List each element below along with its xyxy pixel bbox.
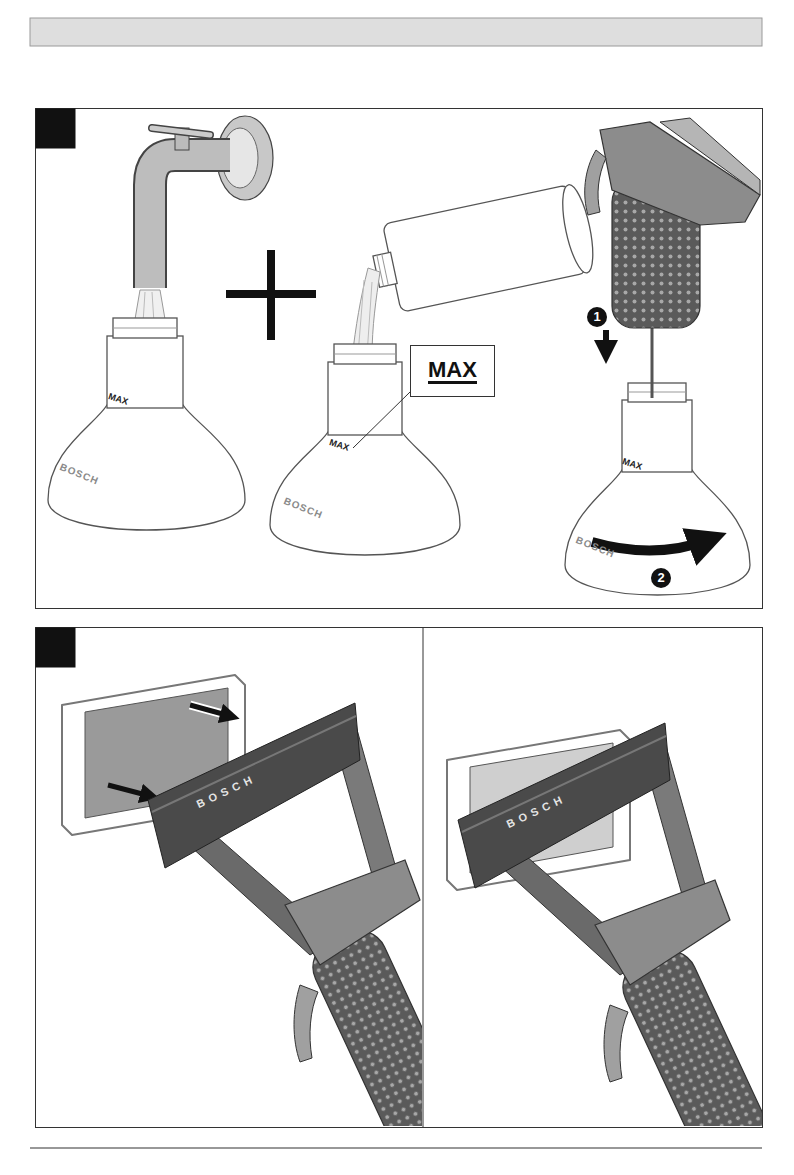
brand-label: BOSCH <box>195 773 258 810</box>
footer-rule <box>30 1147 762 1148</box>
panel-marker <box>36 109 76 149</box>
leader-line <box>353 392 410 448</box>
fill-mark: MAX <box>107 392 129 407</box>
callout-box: MAX <box>410 345 495 397</box>
panel-marker <box>36 628 76 668</box>
fill-mark: MAX <box>328 438 350 453</box>
squeegee <box>458 723 762 1126</box>
additive-bottle <box>352 182 599 358</box>
brand-label: BOSCH <box>505 793 568 830</box>
arrow <box>108 785 150 796</box>
brand-label: BOSCH <box>282 496 324 521</box>
divider <box>423 627 424 1127</box>
callout-text: MAX <box>428 358 477 384</box>
arrow <box>190 705 238 718</box>
fill-mark: MAX <box>621 457 643 472</box>
arrow <box>190 705 230 716</box>
brand-label: BOSCH <box>58 462 100 487</box>
header-bar <box>30 18 762 46</box>
plus-sign <box>226 250 316 340</box>
panel-frame <box>36 109 763 609</box>
bottle <box>48 318 245 530</box>
callout-number: 1 <box>587 307 607 327</box>
bottle <box>565 383 750 595</box>
arrow <box>603 330 609 352</box>
callout-number: 2 <box>651 568 671 588</box>
spray-head <box>585 118 760 398</box>
squeegee <box>148 703 422 1126</box>
brand-label: BOSCH <box>574 535 616 560</box>
